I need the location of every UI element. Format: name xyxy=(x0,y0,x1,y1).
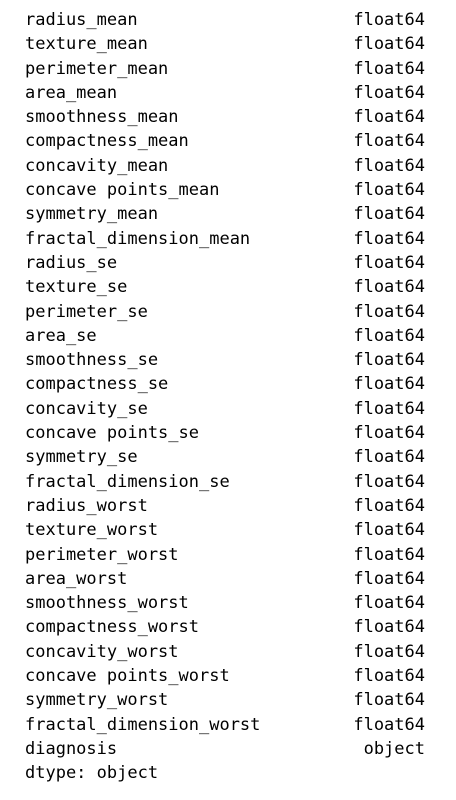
column-name: perimeter_worst xyxy=(25,544,179,565)
column-name: perimeter_se xyxy=(25,301,148,322)
column-dtype: float64 xyxy=(353,593,425,614)
dtype-row: smoothness_mean float64 xyxy=(25,105,425,129)
dtype-row: radius_worst float64 xyxy=(25,494,425,518)
column-dtype: float64 xyxy=(353,690,425,711)
column-name: smoothness_mean xyxy=(25,107,179,128)
column-name: diagnosis xyxy=(25,738,118,759)
dtype-row: symmetry_worst float64 xyxy=(25,688,425,712)
column-dtype: float64 xyxy=(353,471,425,492)
column-name: perimeter_mean xyxy=(25,58,169,79)
column-dtype: float64 xyxy=(353,641,425,662)
dtype-row: concave points_se float64 xyxy=(25,421,425,445)
dtype-row: concave points_worst float64 xyxy=(25,664,425,688)
dtype-row: area_se float64 xyxy=(25,324,425,348)
column-name: fractal_dimension_mean xyxy=(25,228,251,249)
column-name: concavity_se xyxy=(25,398,148,419)
dtype-row: texture_mean float64 xyxy=(25,32,425,56)
dtype-row: perimeter_se float64 xyxy=(25,300,425,324)
column-dtype: float64 xyxy=(353,495,425,516)
column-name: symmetry_se xyxy=(25,447,138,468)
column-dtype: float64 xyxy=(353,155,425,176)
dtype-row: smoothness_se float64 xyxy=(25,348,425,372)
dtype-row: concavity_se float64 xyxy=(25,397,425,421)
column-name: area_worst xyxy=(25,568,128,589)
dtype-row: texture_se float64 xyxy=(25,275,425,299)
column-dtype: float64 xyxy=(353,666,425,687)
column-name: radius_worst xyxy=(25,495,148,516)
column-name: compactness_mean xyxy=(25,131,189,152)
column-dtype: float64 xyxy=(353,447,425,468)
dtype-row: symmetry_mean float64 xyxy=(25,202,425,226)
dtype-row: compactness_mean float64 xyxy=(25,129,425,153)
dtype-row: area_worst float64 xyxy=(25,567,425,591)
column-dtype: float64 xyxy=(353,398,425,419)
column-name: concavity_worst xyxy=(25,641,179,662)
column-dtype: float64 xyxy=(353,714,425,735)
dtype-row: radius_se float64 xyxy=(25,251,425,275)
column-dtype: float64 xyxy=(353,423,425,444)
column-dtype: float64 xyxy=(353,34,425,55)
column-name: compactness_worst xyxy=(25,617,199,638)
dtype-row: texture_worst float64 xyxy=(25,518,425,542)
column-dtype: float64 xyxy=(353,301,425,322)
column-dtype: float64 xyxy=(353,82,425,103)
column-dtype: float64 xyxy=(353,204,425,225)
column-name: area_mean xyxy=(25,82,118,103)
dtype-row: perimeter_worst float64 xyxy=(25,543,425,567)
dtype-row: radius_mean float64 xyxy=(25,8,425,32)
column-dtype: float64 xyxy=(353,107,425,128)
column-dtype: float64 xyxy=(353,568,425,589)
column-dtype: float64 xyxy=(353,520,425,541)
dtype-row: area_mean float64 xyxy=(25,81,425,105)
column-dtype: float64 xyxy=(353,58,425,79)
column-dtype: float64 xyxy=(353,325,425,346)
column-name: symmetry_mean xyxy=(25,204,159,225)
column-name: radius_mean xyxy=(25,10,138,30)
column-dtype: float64 xyxy=(353,252,425,273)
dtype-row: fractal_dimension_worst float64 xyxy=(25,713,425,737)
column-name: smoothness_se xyxy=(25,350,159,371)
column-name: compactness_se xyxy=(25,374,169,395)
column-dtype: float64 xyxy=(353,228,425,249)
column-dtype: float64 xyxy=(353,277,425,298)
column-name: texture_mean xyxy=(25,34,148,55)
column-name: smoothness_worst xyxy=(25,593,189,614)
dtype-footer: dtype: object xyxy=(25,763,159,784)
column-dtype: float64 xyxy=(353,131,425,152)
dtype-row: concave points_mean float64 xyxy=(25,178,425,202)
dtype-row: diagnosis object xyxy=(25,737,425,761)
column-dtype: float64 xyxy=(353,374,425,395)
column-name: texture_se xyxy=(25,277,128,298)
column-name: radius_se xyxy=(25,252,118,273)
dtype-row: perimeter_mean float64 xyxy=(25,57,425,81)
column-dtype: float64 xyxy=(353,350,425,371)
dtype-row: compactness_se float64 xyxy=(25,372,425,396)
dtype-row: fractal_dimension_mean float64 xyxy=(25,227,425,251)
column-dtype: float64 xyxy=(353,10,425,30)
column-name: texture_worst xyxy=(25,520,159,541)
dtype-row: smoothness_worst float64 xyxy=(25,591,425,615)
column-dtype: float64 xyxy=(353,544,425,565)
dtype-row: concavity_mean float64 xyxy=(25,154,425,178)
column-dtype: float64 xyxy=(353,180,425,201)
column-name: concavity_mean xyxy=(25,155,169,176)
column-name: concave points_se xyxy=(25,423,199,444)
dtype-row: fractal_dimension_se float64 xyxy=(25,470,425,494)
column-name: fractal_dimension_se xyxy=(25,471,230,492)
dtype-row: concavity_worst float64 xyxy=(25,640,425,664)
column-dtype: float64 xyxy=(353,617,425,638)
column-name: area_se xyxy=(25,325,97,346)
dtype-row: compactness_worst float64 xyxy=(25,615,425,639)
column-name: concave points_worst xyxy=(25,666,230,687)
column-name: concave points_mean xyxy=(25,180,220,201)
dtype-row: symmetry_se float64 xyxy=(25,445,425,469)
column-name: fractal_dimension_worst xyxy=(25,714,261,735)
column-name: symmetry_worst xyxy=(25,690,169,711)
column-dtype: object xyxy=(363,738,425,759)
